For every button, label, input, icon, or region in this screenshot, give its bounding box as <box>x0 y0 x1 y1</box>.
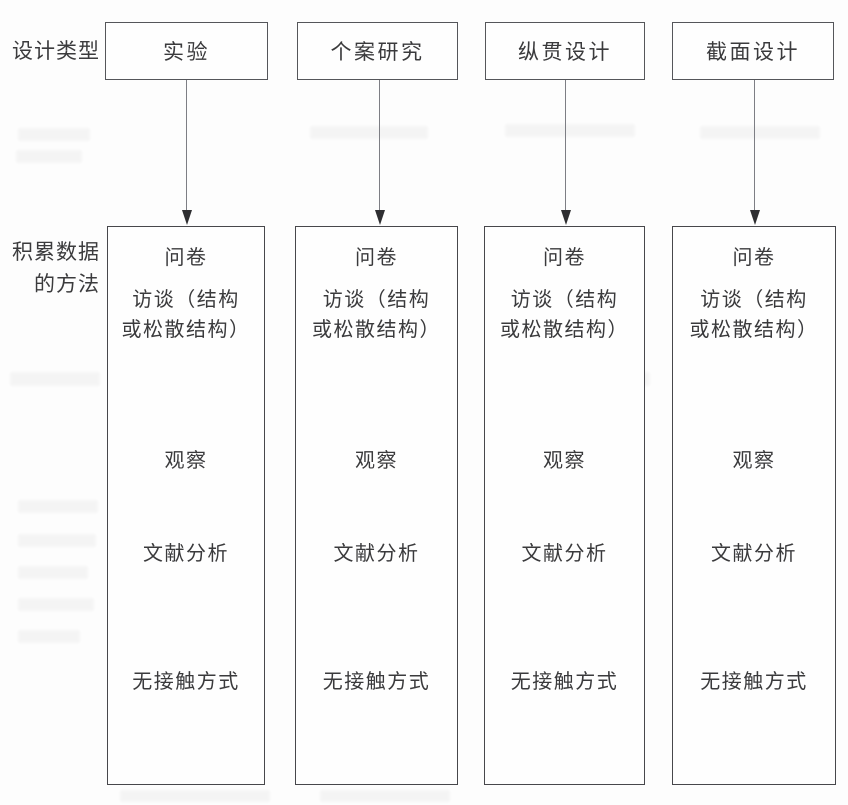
scan-bleed-artifact <box>18 128 90 141</box>
design-type-box-cross-sectional[interactable]: 截面设计 <box>672 22 834 80</box>
scan-bleed-artifact <box>18 534 96 547</box>
method-observation: 观察 <box>732 450 776 472</box>
methods-box-experiment[interactable]: 问卷 访谈（结构 或松散结构） 观察 文献分析 无接触方式 <box>107 226 265 785</box>
scan-bleed-artifact <box>320 790 450 802</box>
design-type-box-case-study[interactable]: 个案研究 <box>297 22 458 80</box>
method-interview: 访谈（结构 或松散结构） <box>500 289 629 341</box>
method-questionnaire: 问卷 <box>355 247 398 269</box>
scan-bleed-artifact <box>700 126 820 139</box>
scan-bleed-artifact <box>10 372 100 386</box>
method-observation: 观察 <box>543 450 586 472</box>
scan-bleed-artifact <box>18 500 98 513</box>
arrow-head-icon <box>182 210 192 225</box>
method-interview: 访谈（结构 或松散结构） <box>121 289 251 341</box>
arrow-head-icon <box>750 210 760 225</box>
arrow-shaft <box>186 80 188 212</box>
method-questionnaire: 问卷 <box>164 247 208 269</box>
method-unobtrusive: 无接触方式 <box>132 671 240 693</box>
method-questionnaire: 问卷 <box>732 247 776 269</box>
scan-bleed-artifact <box>18 566 88 579</box>
method-literature-analysis: 文献分析 <box>143 543 229 565</box>
arrow-down-longitudinal <box>561 80 571 226</box>
scan-bleed-artifact <box>310 126 428 139</box>
scan-bleed-artifact <box>16 150 82 163</box>
scan-bleed-artifact <box>505 124 635 137</box>
method-observation: 观察 <box>164 450 208 472</box>
method-literature-analysis: 文献分析 <box>333 543 420 565</box>
arrow-down-case-study <box>375 80 385 226</box>
design-type-label: 纵贯设计 <box>518 40 612 64</box>
methods-box-longitudinal[interactable]: 问卷 访谈（结构 或松散结构） 观察 文献分析 无接触方式 <box>484 226 645 785</box>
methods-box-case-study[interactable]: 问卷 访谈（结构 或松散结构） 观察 文献分析 无接触方式 <box>295 226 458 785</box>
method-observation: 观察 <box>355 450 398 472</box>
design-type-label: 个案研究 <box>330 40 425 64</box>
method-interview: 访谈（结构 或松散结构） <box>689 289 819 341</box>
arrow-shaft <box>754 80 756 212</box>
arrow-down-experiment <box>182 80 192 226</box>
method-unobtrusive: 无接触方式 <box>510 671 619 693</box>
design-type-label: 实验 <box>163 40 210 64</box>
scan-bleed-artifact <box>120 790 270 802</box>
methods-box-cross-sectional[interactable]: 问卷 访谈（结构 或松散结构） 观察 文献分析 无接触方式 <box>672 226 836 785</box>
design-type-box-experiment[interactable]: 实验 <box>105 22 268 80</box>
design-type-box-longitudinal[interactable]: 纵贯设计 <box>485 22 645 80</box>
arrow-down-cross-sectional <box>750 80 760 226</box>
arrow-shaft <box>565 80 567 212</box>
scan-bleed-artifact <box>18 630 80 643</box>
row-label-data-collection-method: 积累数据 的方法 <box>12 240 100 296</box>
scan-bleed-artifact <box>18 598 94 611</box>
arrow-head-icon <box>561 210 571 225</box>
arrow-head-icon <box>375 210 385 225</box>
method-unobtrusive: 无接触方式 <box>700 671 808 693</box>
method-interview: 访谈（结构 或松散结构） <box>312 289 441 341</box>
method-literature-analysis: 文献分析 <box>521 543 608 565</box>
method-literature-analysis: 文献分析 <box>711 543 797 565</box>
method-questionnaire: 问卷 <box>543 247 586 269</box>
method-unobtrusive: 无接触方式 <box>322 671 431 693</box>
arrow-shaft <box>379 80 381 212</box>
design-type-label: 截面设计 <box>706 40 800 64</box>
row-label-design-type: 设计类型 <box>12 39 100 63</box>
